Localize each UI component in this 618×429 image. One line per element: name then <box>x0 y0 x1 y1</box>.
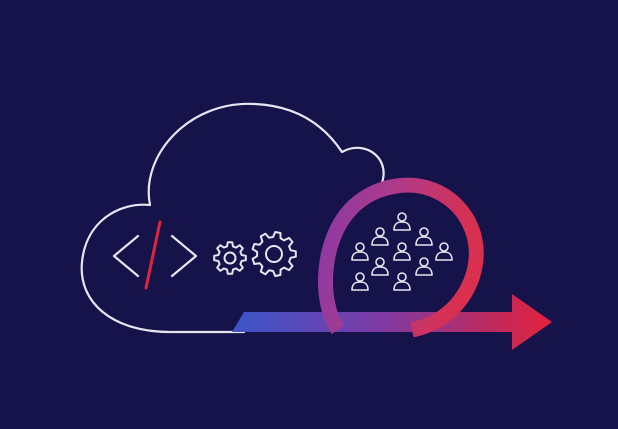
person-icon <box>351 242 369 261</box>
person-icon <box>371 257 389 276</box>
flow-arrow <box>232 294 552 350</box>
person-icon <box>435 242 453 261</box>
person-icon <box>393 212 411 231</box>
people-group-icon <box>351 212 453 291</box>
small-gear-icon <box>213 241 247 275</box>
person-icon <box>415 257 433 276</box>
person-icon <box>351 272 369 291</box>
person-icon <box>393 272 411 291</box>
person-icon <box>371 227 389 246</box>
large-gear-icon <box>251 231 297 277</box>
person-icon <box>415 227 433 246</box>
code-brackets-icon <box>112 220 198 290</box>
person-icon <box>393 242 411 261</box>
cloud-outline-icon <box>80 102 385 334</box>
circular-arrow-icon <box>318 177 484 338</box>
